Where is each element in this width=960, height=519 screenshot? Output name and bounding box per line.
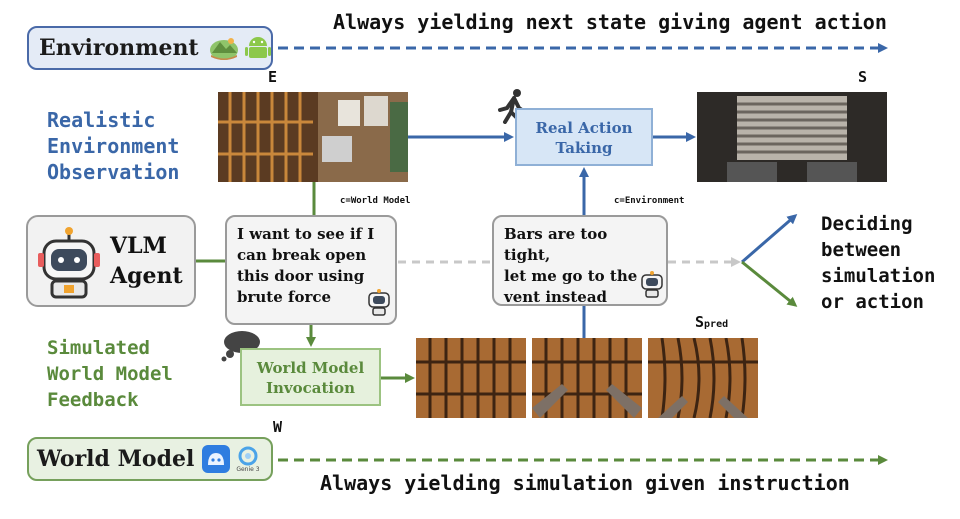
genie-label: Genie 3: [236, 465, 260, 473]
fork-green-arrow: [741, 260, 798, 307]
vlm-agent-box: VLM Agent: [26, 215, 196, 307]
deciding-line: or action: [821, 291, 924, 313]
vent-scene: [697, 92, 887, 182]
mini-robot-icon: [641, 271, 663, 298]
label-s-pred-main: S: [695, 313, 705, 331]
simulated-scene: [648, 338, 758, 418]
environment-label: Environment: [39, 35, 199, 61]
android-icon: [244, 37, 271, 58]
bubble-left-line: I want to see if I: [237, 225, 375, 243]
landscape-icon: [209, 38, 238, 60]
simulated-scene: [532, 338, 642, 418]
bubble-right-line: vent instead: [504, 288, 608, 306]
real-action-line: Real Action: [535, 119, 633, 137]
wmi-line: World Model: [256, 359, 365, 377]
simulated-feedback-label: Simulated World Model Feedback: [47, 335, 173, 413]
simulated-frame-1: [416, 338, 526, 418]
vlm-agent-label: VLM Agent: [110, 231, 183, 291]
thought-bubble-right: Bars are too tight, let me go to the ven…: [492, 215, 668, 306]
world-model-label: World Model: [37, 446, 195, 472]
fork-blue-arrow: [741, 214, 798, 264]
label-w: W: [273, 418, 283, 436]
thought-cloud-icon: [221, 331, 260, 362]
simulated-line: World Model: [47, 363, 173, 385]
label-e: E: [268, 68, 278, 86]
world-model-app-icon: [202, 445, 231, 473]
bubble-left-line: this door using: [237, 267, 365, 285]
label-s: S: [858, 68, 868, 86]
thought-bubble-left: I want to see if I can break open this d…: [225, 215, 397, 325]
deciding-line: Deciding: [821, 213, 913, 235]
deciding-line: simulation: [821, 265, 936, 287]
label-s-pred: Spred: [695, 313, 728, 331]
real-action-box: Real Action Taking: [515, 108, 653, 166]
bubble-right-line: let me go to the: [504, 267, 638, 285]
genie-logo: Genie 3: [236, 446, 260, 473]
simulated-line: Feedback: [47, 389, 139, 411]
vlm-agent-line: VLM: [110, 233, 167, 259]
world-model-invocation-box: World Model Invocation: [240, 348, 381, 406]
genie-icon: [238, 446, 258, 465]
simulated-frame-2: [532, 338, 642, 418]
label-s-pred-sub: pred: [704, 319, 729, 330]
label-c-environment: c=Environment: [614, 196, 685, 206]
vlm-agent-line: Agent: [110, 263, 183, 289]
observation-scene: [218, 92, 408, 182]
bubble-left-line: brute force: [237, 288, 332, 306]
simulated-line: Simulated: [47, 337, 150, 359]
realistic-line: Environment: [47, 134, 180, 158]
robot-icon: [38, 227, 100, 299]
realistic-observation-label: Realistic Environment Observation: [47, 107, 179, 185]
bubble-left-line: can break open: [237, 246, 367, 264]
world-model-caption: Always yielding simulation given instruc…: [320, 471, 850, 495]
observation-image-e: [218, 92, 408, 182]
realistic-line: Realistic: [47, 108, 156, 132]
next-state-image-s: [697, 92, 887, 182]
mini-robot-icon: [368, 289, 390, 316]
environment-pill: Environment: [27, 26, 273, 70]
wmi-line: Invocation: [265, 379, 356, 397]
world-model-pill: World Model Genie 3: [27, 437, 273, 481]
real-action-line: Taking: [555, 139, 613, 157]
environment-caption: Always yielding next state giving agent …: [333, 10, 887, 34]
label-c-world-model: c=World Model: [340, 196, 411, 206]
simulated-frame-3: [648, 338, 758, 418]
bubble-right-line: Bars are too tight,: [504, 225, 608, 264]
deciding-line: between: [821, 239, 902, 261]
realistic-line: Observation: [47, 160, 180, 184]
simulated-scene: [416, 338, 526, 418]
deciding-label: Deciding between simulation or action: [821, 211, 935, 315]
